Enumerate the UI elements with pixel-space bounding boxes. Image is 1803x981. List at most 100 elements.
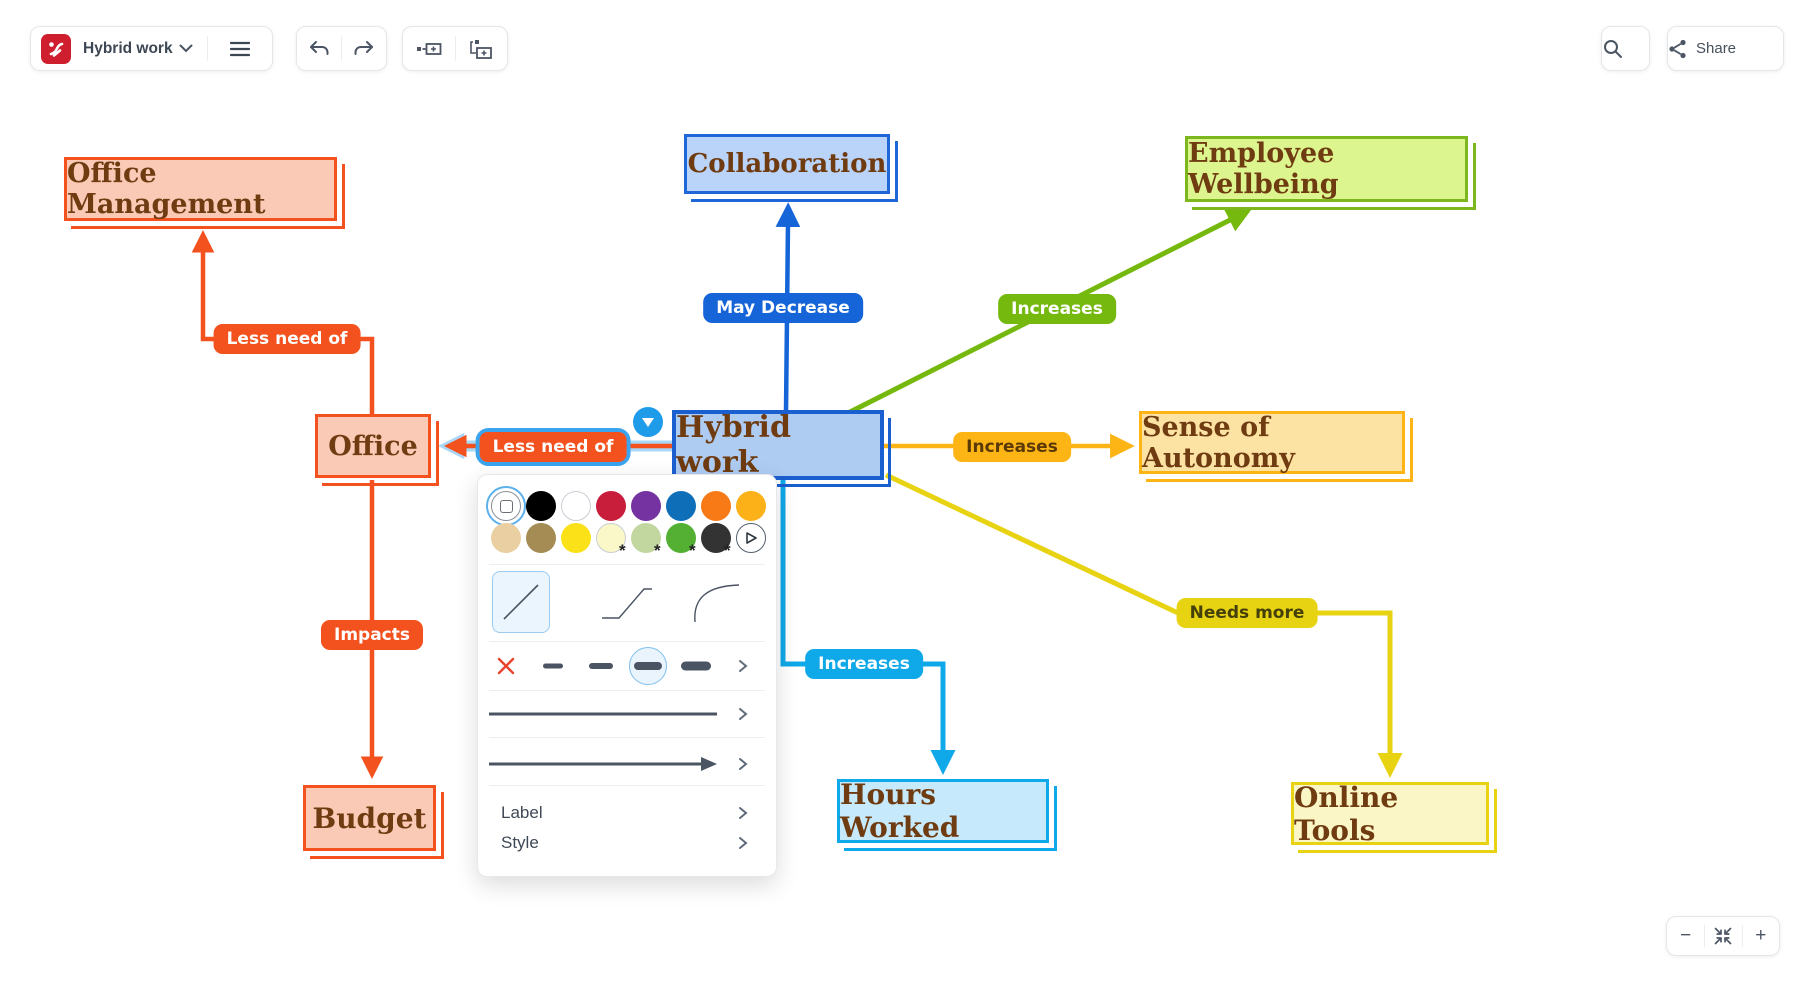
share-button[interactable]: Share xyxy=(1667,26,1784,71)
custom-color-star: * xyxy=(619,541,626,560)
custom-color-star: * xyxy=(689,541,696,560)
thickness-option-1[interactable] xyxy=(543,663,563,669)
edge-label-increases-amber[interactable]: Increases xyxy=(953,432,1071,462)
logo-icon xyxy=(41,33,71,64)
line-style-preview[interactable] xyxy=(489,709,729,719)
node-collaboration[interactable]: Collaboration xyxy=(684,134,898,202)
node-office[interactable]: Office xyxy=(315,414,439,486)
popup-label-item[interactable]: Label xyxy=(501,803,543,822)
edge-label-less-need-of-selected[interactable]: Less need of xyxy=(479,432,627,462)
chevron-right-icon[interactable] xyxy=(737,659,749,673)
color-swatch-blue[interactable] xyxy=(666,491,696,521)
elbow-line-icon xyxy=(602,588,652,619)
color-swatch-khaki[interactable] xyxy=(526,523,556,553)
insert-sibling-topic-icon xyxy=(416,42,442,55)
chevron-down-icon xyxy=(179,44,193,53)
color-swatch-pale-yellow[interactable] xyxy=(596,523,626,553)
color-swatch-amber[interactable] xyxy=(736,491,766,521)
color-swatch-red[interactable] xyxy=(596,491,626,521)
map-title: Hybrid work xyxy=(83,39,173,57)
edge-label-impacts[interactable]: Impacts xyxy=(320,620,424,650)
chevron-down-icon xyxy=(642,417,654,427)
search-icon xyxy=(1604,40,1622,58)
chevron-right-icon[interactable] xyxy=(737,757,749,771)
edge-label-increases-cyan[interactable]: Increases xyxy=(805,649,923,679)
custom-color-star: * xyxy=(654,541,661,560)
node-hours-worked[interactable]: Hours Worked xyxy=(837,778,1057,851)
node-label: Hours Worked xyxy=(840,778,960,844)
color-swatch-yellow[interactable] xyxy=(561,523,591,553)
thickness-option-4[interactable] xyxy=(681,661,711,671)
connector-style-popup: * * * * xyxy=(477,474,777,877)
node-sense-of-autonomy[interactable]: Sense of Autonomy xyxy=(1139,411,1413,482)
selected-edge-label[interactable]: Less need of xyxy=(475,428,631,466)
zoom-out-label: − xyxy=(1680,925,1692,946)
color-swatch-dark-gray[interactable] xyxy=(701,523,731,553)
remove-line-icon[interactable] xyxy=(496,656,516,676)
curved-line-icon xyxy=(694,584,740,623)
redo-icon xyxy=(354,40,373,55)
node-label: Budget xyxy=(312,801,427,835)
edge-options-handle[interactable] xyxy=(633,407,663,437)
node-label: Office xyxy=(328,430,418,462)
zoom-in-button[interactable]: + xyxy=(1743,917,1779,955)
insert-subtopic-icon xyxy=(470,39,493,59)
edge-label-may-decrease[interactable]: May Decrease xyxy=(703,293,863,323)
menu-button[interactable] xyxy=(208,27,272,70)
color-swatch-green[interactable] xyxy=(666,523,696,553)
color-swatch-white[interactable] xyxy=(561,491,591,521)
popup-style-item[interactable]: Style xyxy=(501,833,539,852)
more-colors-button[interactable] xyxy=(736,523,766,553)
node-hybrid-work[interactable]: Hybrid work xyxy=(672,410,891,487)
swatch-no-color[interactable] xyxy=(491,491,521,521)
chevron-right-icon[interactable] xyxy=(737,836,749,850)
line-shape-straight[interactable] xyxy=(492,571,550,633)
edge-hybridwork-to-hours-worked[interactable] xyxy=(780,480,956,775)
line-shape-curved[interactable] xyxy=(686,571,744,633)
insert-sibling-topic-button[interactable] xyxy=(403,27,455,70)
fit-to-screen-button[interactable] xyxy=(1705,917,1741,955)
search-button[interactable] xyxy=(1601,26,1650,71)
toolbar-history-group xyxy=(296,26,387,71)
line-shape-elbow[interactable] xyxy=(598,571,656,633)
thickness-option-3[interactable] xyxy=(634,662,662,670)
insert-subtopic-button[interactable] xyxy=(455,27,507,70)
color-swatch-purple[interactable] xyxy=(631,491,661,521)
node-office-management[interactable]: Office Management xyxy=(64,157,345,229)
toolbar-insert-group xyxy=(402,26,508,71)
app-logo[interactable] xyxy=(31,27,71,70)
node-label: Collaboration xyxy=(687,149,887,179)
zoom-out-button[interactable]: − xyxy=(1667,917,1704,955)
color-swatch-pale-green[interactable] xyxy=(631,523,661,553)
toolbar-main-group: Hybrid work xyxy=(30,26,273,71)
zoom-in-label: + xyxy=(1755,925,1767,946)
color-swatch-orange[interactable] xyxy=(701,491,731,521)
undo-button[interactable] xyxy=(297,27,341,70)
edge-label-needs-more[interactable]: Needs more xyxy=(1176,598,1318,628)
arrow-style-preview[interactable] xyxy=(489,756,729,772)
node-label: Sense of Autonomy xyxy=(1142,411,1295,474)
node-employee-wellbeing[interactable]: Employee Wellbeing xyxy=(1185,136,1476,210)
undo-icon xyxy=(310,40,329,55)
edge-label-less-need-of-top[interactable]: Less need of xyxy=(213,324,361,354)
share-icon xyxy=(1669,39,1686,58)
map-title-menu[interactable]: Hybrid work xyxy=(71,27,193,70)
color-swatch-tan[interactable] xyxy=(491,523,521,553)
node-budget[interactable]: Budget xyxy=(303,785,444,859)
chevron-right-icon[interactable] xyxy=(737,707,749,721)
color-swatch-black[interactable] xyxy=(526,491,556,521)
node-online-tools[interactable]: Online Tools xyxy=(1291,781,1497,853)
edge-label-increases-green[interactable]: Increases xyxy=(998,294,1116,324)
zoom-controls: − + xyxy=(1666,916,1780,956)
node-label: Hybrid work xyxy=(676,410,791,480)
fit-to-screen-icon xyxy=(1715,927,1732,945)
thickness-option-2[interactable] xyxy=(589,663,613,669)
chevron-right-icon[interactable] xyxy=(737,806,749,820)
node-label: Office Management xyxy=(67,158,266,220)
redo-button[interactable] xyxy=(342,27,386,70)
custom-color-star: * xyxy=(724,541,731,560)
play-icon xyxy=(745,532,757,544)
node-label: Employee Wellbeing xyxy=(1188,138,1339,200)
straight-line-icon xyxy=(503,584,539,620)
